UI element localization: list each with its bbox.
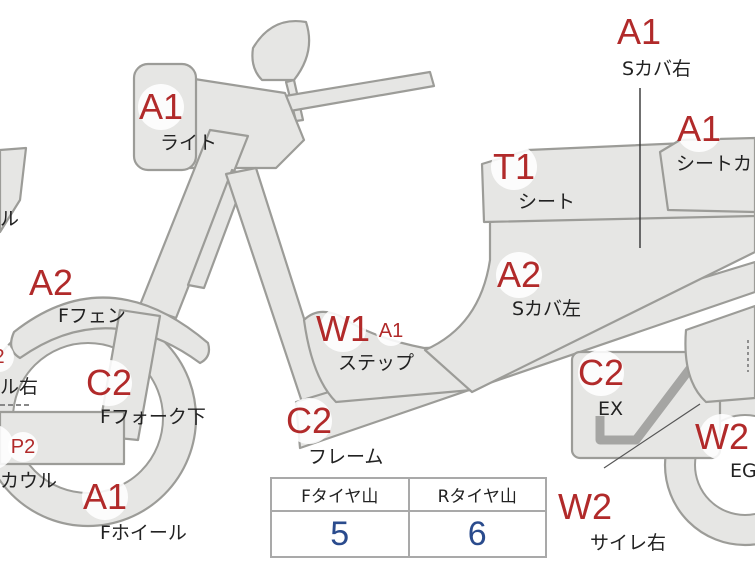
light-label: ライト <box>160 132 218 154</box>
seat-cover-damage-code[interactable]: A1 <box>676 106 722 152</box>
exhaust-damage-code[interactable]: C2 <box>578 350 624 396</box>
handle-partial-label: ル <box>0 208 20 230</box>
partial-right-label: ル右 <box>0 376 39 398</box>
rear-tire-column: Rタイヤ山 6 <box>407 479 545 556</box>
s-cover-right-label: Sカバ右 <box>622 58 692 80</box>
fork-upper-shape <box>138 128 250 320</box>
s-cover-right-damage-code[interactable]: A1 <box>616 9 662 55</box>
tire-tread-table: Fタイヤ山 5 Rタイヤ山 6 <box>270 477 547 558</box>
cowl-secondary-code[interactable]: P2 <box>8 432 38 462</box>
rear-tire-value[interactable]: 6 <box>467 514 487 553</box>
step-damage-code[interactable]: W1 <box>316 306 370 352</box>
seat-damage-code[interactable]: T1 <box>491 144 537 190</box>
front-fork-lower-damage-code[interactable]: C2 <box>86 360 132 406</box>
cowl-damage-code[interactable]: 3 <box>0 424 14 470</box>
front-tire-header: Fタイヤ山 <box>272 479 408 512</box>
partial-right-damage-code[interactable]: 2 <box>0 342 14 372</box>
silencer-right-damage-code[interactable]: W2 <box>558 484 612 530</box>
s-cover-left-damage-code[interactable]: A2 <box>496 252 542 298</box>
engine-shape <box>684 304 755 404</box>
s-cover-left-label: Sカバ左 <box>512 298 582 320</box>
front-tire-value[interactable]: 5 <box>330 514 350 553</box>
silencer-right-label: サイレ右 <box>590 532 667 554</box>
front-tire-column: Fタイヤ山 5 <box>272 479 408 556</box>
handlebar-shape <box>283 70 436 113</box>
exhaust-label: EX <box>598 398 624 420</box>
handle-partial-shape <box>0 146 28 234</box>
front-fender-label: Fフェン <box>58 305 126 327</box>
frame-label: フレーム <box>308 446 384 468</box>
seat-label: シート <box>518 191 576 213</box>
engine-label: EG <box>730 460 755 482</box>
rear-tire-header: Rタイヤ山 <box>409 479 545 512</box>
step-secondary-code[interactable]: A1 <box>376 316 406 346</box>
front-wheel-damage-code[interactable]: A1 <box>82 474 128 520</box>
light-damage-code[interactable]: A1 <box>138 84 184 130</box>
engine-damage-code[interactable]: W2 <box>695 414 749 460</box>
front-fork-lower-label: Fフォーク下 <box>100 406 206 428</box>
frame-damage-code[interactable]: C2 <box>286 398 332 444</box>
front-wheel-label: Fホイール <box>100 522 187 544</box>
mirror-shape <box>251 20 311 82</box>
seat-cover-label: シートカ <box>676 153 753 175</box>
front-fender-damage-code[interactable]: A2 <box>28 260 74 306</box>
step-label: ステップ <box>338 352 415 374</box>
frame-down-shape <box>224 166 332 410</box>
cowl-label: カウル <box>0 470 58 492</box>
front-fender-shape <box>9 296 211 365</box>
